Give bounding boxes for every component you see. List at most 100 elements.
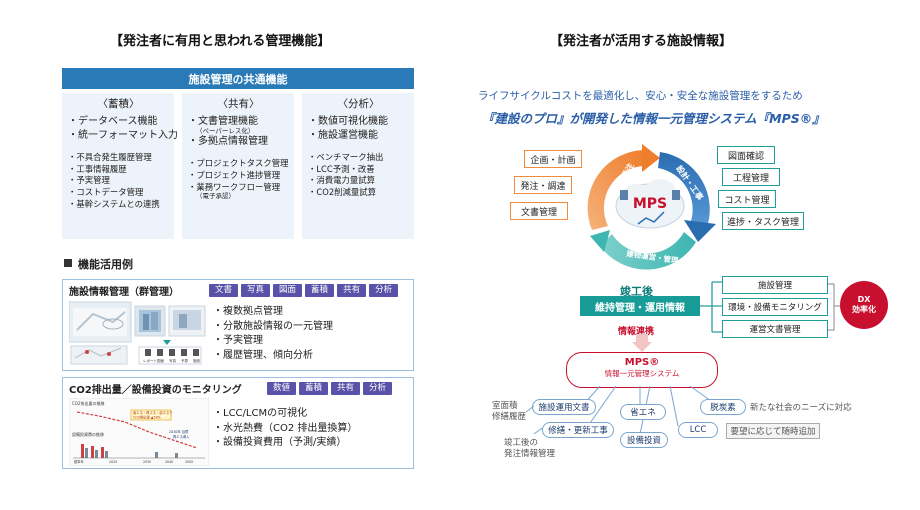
feature-item: ・消費電力量試算 (308, 175, 375, 186)
box-operations-docs: 運営文書管理 (722, 320, 828, 338)
note-repair-history: 修繕履歴 (492, 412, 527, 422)
tag-row: 数値 蓄積 共有 分析 (267, 382, 393, 395)
down-arrow-icon (632, 334, 652, 352)
box-planning: 企画・計画 (524, 150, 582, 168)
column-head: 〈分析〉 (337, 98, 380, 110)
box-environment-monitoring: 環境・設備モニタリング (722, 298, 828, 316)
box-cost: コスト管理 (718, 190, 776, 208)
box-progress: 進捗・タスク管理 (722, 212, 804, 230)
feature-item: ・LCC予測・改善 (308, 163, 375, 174)
feature-item: ・文書管理機能 (188, 115, 258, 127)
tag-share: 共有 (331, 382, 361, 395)
feature-item: ・プロジェクトタスク管理 (188, 157, 289, 168)
thumb-chart-label: 基準年 (74, 459, 84, 464)
feature-item: ・不具合発生履歴管理 (68, 151, 152, 162)
mps-logo: MPS (633, 196, 667, 212)
mps-box-subtitle: 情報一元管理システム (604, 369, 680, 378)
thumb-label: 予算 (181, 358, 188, 363)
box-documents: 文書管理 (510, 202, 568, 220)
left-title: 【発注者に有用と思われる管理機能】 (110, 34, 331, 49)
co2-monitoring-panel: CO2排出量／設備投資のモニタリング 数値 蓄積 共有 分析 CO2排出量の推移… (62, 377, 414, 469)
facility-thumbnail-image: レポート 図面 写真 予算 施設 (69, 301, 206, 365)
panel-title: 施設情報管理（群管理） (69, 287, 179, 298)
mps-box-title: MPS® (624, 357, 660, 368)
feature-item: ・数値可視化機能 (308, 115, 388, 127)
column-head: 〈共有〉 (217, 98, 260, 110)
tag-accumulate: 蓄積 (305, 284, 335, 297)
thumb-chart-label: CO2排出量の推移 (72, 400, 105, 406)
note-post-completion: 竣工後の (504, 438, 539, 448)
note-order-info: 発注情報管理 (504, 449, 556, 459)
examples-heading: 機能活用例 (64, 256, 133, 272)
thumb-label: 写真 (169, 358, 176, 363)
box-procurement: 発注・調達 (514, 176, 572, 194)
dx-efficiency-circle: DX 効率化 (840, 281, 888, 329)
column-accumulate: 〈蓄積〉 ・データベース機能 ・統一フォーマット入力 ・不具合発生履歴管理 ・工… (62, 93, 178, 239)
note-society-needs: 新たな社会のニーズに対応 (750, 403, 852, 413)
thumb-label: 図面 (157, 358, 164, 363)
thumb-chart-label: 省エネ・再エネ・創エネで (133, 410, 173, 415)
small-building-icons (620, 190, 680, 200)
thumb-chart-label: 2040 (165, 460, 173, 464)
cloud-icon (615, 179, 685, 229)
pill-energy-saving: 省エネ (620, 404, 666, 420)
feature-item: ・データベース機能 (68, 115, 158, 127)
thumb-chart-label: CO2排出量 ▲50% (133, 415, 161, 420)
completion-label: 竣工後 (620, 285, 653, 298)
box-facility-management: 施設管理 (722, 276, 828, 294)
feature-item: ・施設運営機能 (308, 130, 378, 142)
bullet-item: ・設備投資費用（予測/実績） (213, 437, 347, 448)
examples-title: 機能活用例 (78, 258, 133, 271)
lifecycle-cycle-diagram: MPS 計画・発注 設計・工事 建物運営・管理 (587, 144, 716, 270)
panel1-bullets: ・複数拠点管理 ・分散施設情報の一元管理 ・予実管理 ・履歴管理、傾向分析 (213, 305, 333, 363)
feature-item: ・プロジェクト進捗管理 (188, 169, 281, 180)
feature-note: （電子承認） (196, 191, 235, 200)
pill-repair-works: 修繕・更新工事 (542, 422, 614, 438)
thumb-chart-label: 2030年 目標 (169, 429, 189, 434)
common-functions-header: 施設管理の共通機能 (62, 68, 414, 89)
note-floor-area: 室面積 (492, 401, 518, 411)
tag-row: 文書 写真 図面 蓄積 共有 分析 (209, 284, 399, 297)
thumb-chart-label: 2025 (109, 460, 117, 464)
thumb-label: 施設 (193, 358, 200, 363)
feature-item: ・予実管理 (68, 175, 110, 186)
bullet-item: ・LCC/LCMの可視化 (213, 408, 308, 419)
bullet-item: ・予実管理 (213, 335, 263, 346)
column-analyze: 〈分析〉 ・数値可視化機能 ・施設運営機能 ・ベンチマーク抽出 ・LCC予測・改… (302, 93, 414, 239)
facility-info-panel: 施設情報管理（群管理） 文書 写真 図面 蓄積 共有 分析 レポート 図面 (62, 279, 414, 371)
bullet-item: ・複数拠点管理 (213, 306, 283, 317)
panel-title: CO2排出量／設備投資のモニタリング (69, 385, 242, 396)
bullet-item: ・履歴管理、傾向分析 (213, 349, 313, 361)
bracket-to-dx (828, 283, 840, 331)
feature-item: ・ベンチマーク抽出 (308, 151, 384, 162)
tag-accumulate: 蓄積 (299, 382, 329, 395)
column-head: 〈蓄積〉 (97, 98, 140, 110)
thumb-chart-label: 2030 (143, 460, 151, 464)
side-note-connector (525, 405, 543, 435)
column-share: 〈共有〉 ・文書管理機能 （ペーパーレス化） ・多拠点情報管理 ・プロジェクトタ… (182, 93, 294, 239)
thumb-chart-label: 2050 (185, 460, 193, 464)
panel2-bullets: ・LCC/LCMの可視化 ・水光熱費（CO2 排出量換算） ・設備投資費用（予測… (213, 407, 357, 451)
tag-numbers: 数値 (267, 382, 297, 395)
tag-documents: 文書 (209, 284, 239, 297)
pill-capex: 設備投資 (620, 432, 668, 448)
box-schedule: 工程管理 (722, 168, 780, 186)
co2-chart-thumbnail: CO2排出量の推移 省エネ・再エネ・創エネで CO2排出量 ▲50% 2030年… (69, 398, 209, 466)
tag-share: 共有 (337, 284, 367, 297)
tag-photos: 写真 (241, 284, 271, 297)
lead-headline: 『建設のプロ』が開発した情報一元管理システム『MPS®』 (482, 111, 825, 126)
square-bullet-icon (64, 259, 72, 267)
bracket-connector (700, 281, 722, 333)
feature-item: ・基幹システムとの連携 (68, 199, 160, 210)
tag-analyze: 分析 (363, 382, 393, 395)
feature-item: ・工事情報履歴 (68, 163, 127, 174)
feature-item: ・多拠点情報管理 (188, 136, 268, 148)
lead-text: ライフサイクルコストを最適化し、安心・安全な施設管理をするため (478, 90, 803, 102)
feature-item: ・業務ワークフロー管理 (188, 181, 281, 192)
note-add-on-request: 要望に応じて随時追加 (726, 423, 820, 439)
pill-lcc: LCC (678, 422, 718, 438)
maintenance-bar: 維持管理・運用情報 (580, 296, 700, 316)
thumb-label: レポート (143, 358, 157, 363)
right-title: 【発注者が活用する施設情報】 (550, 34, 733, 49)
feature-item: ・CO2削減量試算 (308, 187, 377, 198)
